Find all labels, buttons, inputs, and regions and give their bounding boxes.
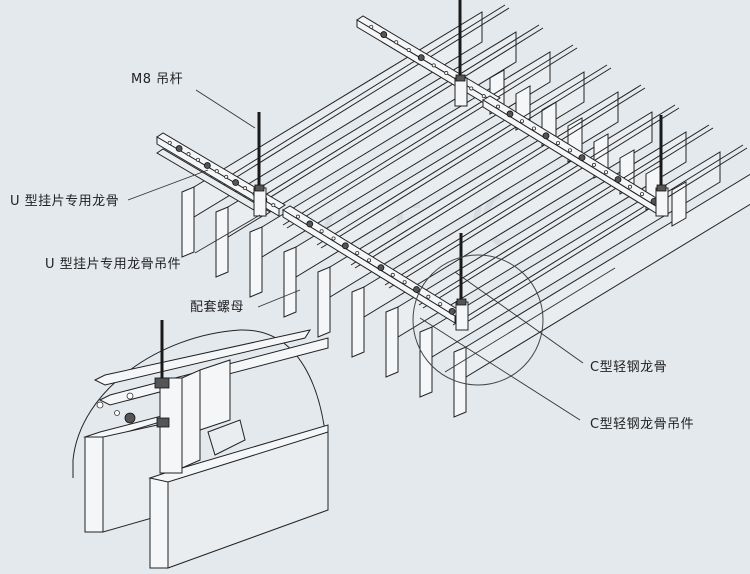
keel-hole [319,229,324,234]
keel-holes [167,24,658,315]
keel-hole [394,40,399,45]
label-c-keel-hanger: C型轻钢龙骨吊件 [590,417,695,432]
keel-hole [481,94,486,99]
nut [175,145,183,152]
keel-hole [331,236,336,241]
keel-hole [520,119,525,124]
keel-hole [444,71,449,76]
label-c-keel: C型轻钢龙骨 [590,360,668,375]
nut [380,31,388,38]
keel-hole [532,126,537,131]
keel-hole [640,192,645,197]
keel-hole [556,141,561,146]
keel-hole [243,186,248,191]
keel-hole [224,174,229,179]
c-keel-rail [320,67,612,249]
nut [413,286,420,293]
leader-lines [127,89,616,421]
baffle-panel [317,266,331,338]
keel-hole [195,157,200,162]
c-keel-rail [422,127,714,309]
keel-hole [186,152,191,157]
baffle-panel [351,286,365,358]
keel-hole [214,169,219,174]
nut [417,54,425,62]
keel-hole [438,302,443,307]
nut [232,179,240,186]
detail-inset [72,320,329,569]
keel-hole [271,203,276,208]
keel-hole [295,214,300,219]
c-keel-rail [388,107,680,289]
nut [341,242,349,250]
label-u-keel: U 型挂片专用龙骨 [10,194,120,209]
baffle-panel [671,181,687,227]
c-keel-rails [214,4,748,329]
baffle-panel [419,326,433,398]
baffle-side [465,173,750,378]
c-keel-rail [282,44,574,226]
u-keel-bar-left [156,132,286,217]
baffle-panel [283,246,297,318]
keel-hole [355,251,360,256]
keel-hole [592,162,597,167]
keel-hole [406,47,411,52]
nut [542,132,550,140]
nut [377,264,385,272]
keel-hole [431,63,436,68]
c-keel-rail [248,24,540,206]
detail-callout-circle [412,254,544,386]
label-u-keel-hanger: U 型挂片专用龙骨吊件 [45,257,182,272]
keel-hole [369,24,374,29]
c-keel-rail [452,144,744,326]
label-hanger-rod: M8 吊杆 [131,72,184,87]
baffle-panel [181,186,195,258]
nut [506,110,514,118]
c-keel-rail [214,4,506,186]
label-nut: 配套螺母 [190,300,245,315]
baffle-panel [249,226,263,298]
c-keel-rail [384,104,676,286]
nut-detail [154,377,170,389]
keel-hole [495,104,500,109]
keel-hole [568,148,573,153]
nut [306,220,314,228]
keel-hole [390,272,395,277]
nut [614,176,622,183]
keel-hole [426,294,431,299]
c-keel-rail [350,84,642,266]
baffle-panel [215,206,229,278]
keel-hole [167,140,172,145]
keel-hole [604,170,609,175]
c-keel-rail [316,64,608,246]
keel-hole [469,86,474,91]
c-keel-rail [252,27,544,209]
nut [203,162,211,169]
keel-hole [402,280,407,285]
baffle-panel [385,306,399,378]
hanger-brackets [253,74,669,331]
c-keel-rail [354,87,646,269]
hanger-rods [257,0,663,305]
nut [448,307,456,315]
keel-hole [367,258,372,263]
c-keel-rail [456,147,748,329]
nut [578,154,586,162]
c-keel-rail [286,47,578,229]
keel-hole [628,184,633,189]
